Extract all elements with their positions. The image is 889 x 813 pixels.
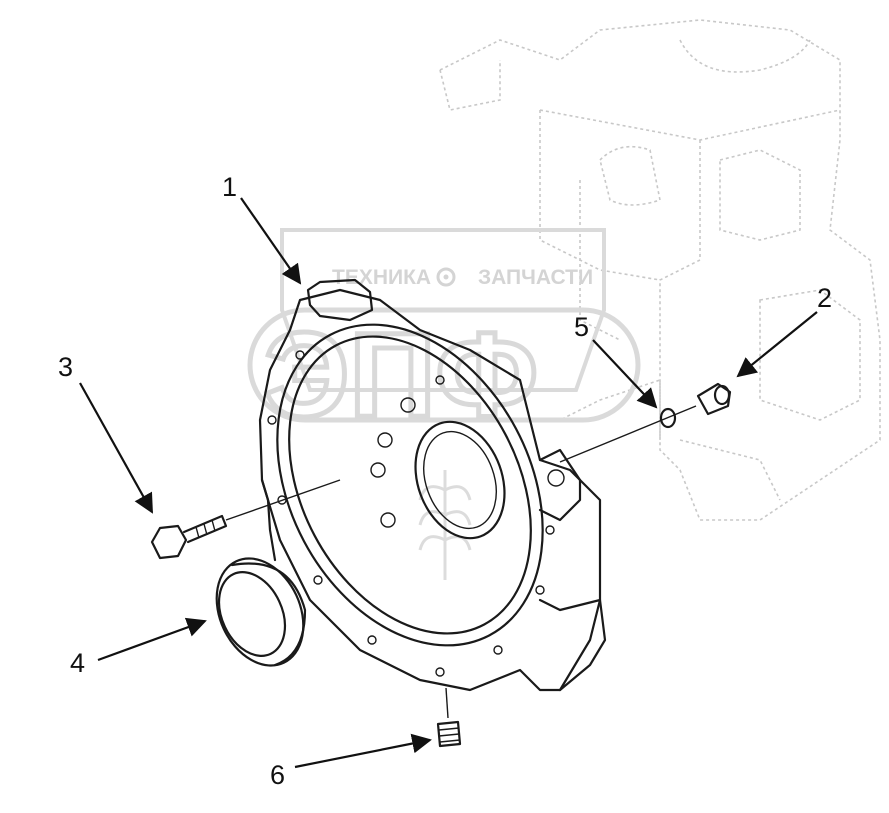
watermark-right-word: ЗАПЧАСТИ	[478, 266, 593, 289]
leader-arrow-4	[97, 617, 207, 662]
seal-ring-part	[215, 557, 307, 667]
leader-arrow-2	[736, 311, 818, 378]
callout-6: 6	[270, 760, 285, 790]
axis-line-plug	[559, 405, 697, 463]
callout-2: 2	[817, 283, 832, 313]
leader-arrow-3	[79, 382, 153, 514]
flywheel-housing	[258, 278, 607, 692]
axis-line-bolt	[225, 479, 341, 521]
plug-part	[696, 382, 732, 416]
drain-plug-part	[436, 720, 462, 748]
leader-arrow-5	[592, 339, 658, 409]
bolt-part	[150, 514, 228, 560]
watermark-left-word: ТЕХНИКА	[332, 266, 431, 289]
callout-5: 5	[574, 312, 589, 342]
wheat-icon	[418, 470, 472, 580]
engine-block-phantom	[439, 19, 881, 521]
leader-arrow-1	[240, 197, 302, 285]
o-ring-part	[659, 407, 677, 429]
callout-1: 1	[222, 172, 237, 202]
gear-icon	[436, 267, 456, 287]
leader-arrow-6	[294, 733, 432, 769]
axis-line-drain	[445, 687, 449, 719]
callout-3: 3	[58, 352, 73, 382]
callout-4: 4	[70, 648, 85, 678]
